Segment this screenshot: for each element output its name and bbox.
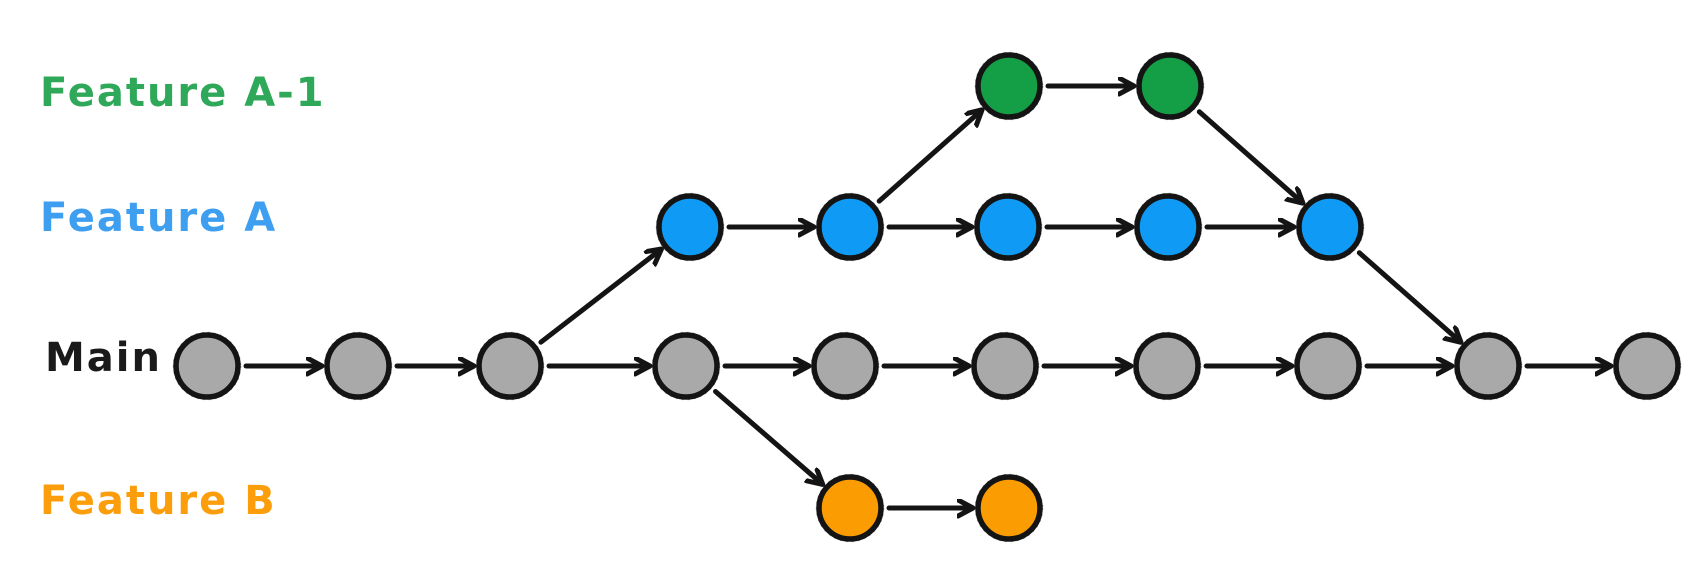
sketch-ring [475,331,545,401]
commit-node-feature-a1-0 [974,51,1044,121]
commit-node-main-2 [475,331,545,401]
commit-circle [324,332,392,400]
commit-node-main-0 [172,331,242,401]
sketch-ring [974,51,1044,121]
commit-circle [974,193,1042,261]
commit-node-main-7 [1293,331,1363,401]
commit-circle [1136,52,1204,120]
sketch-ring [1133,192,1203,262]
commit-circle [1294,332,1362,400]
commit-node-main-9 [1612,331,1682,401]
branch-label-feature-a: Feature A [40,195,277,241]
sketch-ring [1132,331,1202,401]
commit-circle [656,193,724,261]
commit-node-feature-a-0 [655,192,725,262]
branch-label-feature-a1: Feature A-1 [40,70,326,116]
branch-label-feature-b: Feature B [40,478,277,524]
commit-circle [975,474,1043,542]
sketch-ring [810,331,880,401]
sketch-ring [655,192,725,262]
commit-node-main-1 [323,331,393,401]
sketch-ring [1293,331,1363,401]
sketch-ring [323,331,393,401]
sketch-ring [651,331,721,401]
commit-circle [1296,193,1364,261]
commit-circle [1134,193,1202,261]
branch-label-main: Main [45,335,162,381]
commit-circle [811,332,879,400]
edge-merge-arrow [1196,109,1302,203]
commit-circle [816,193,884,261]
sketch-ring [1295,192,1365,262]
sketch-ring [1612,331,1682,401]
commit-circle [975,52,1043,120]
sketch-ring [815,473,885,543]
edge-branch-arrow [713,389,823,484]
commit-node-main-3 [651,331,721,401]
commit-node-main-8 [1453,331,1523,401]
commit-node-feature-a-1 [815,192,885,262]
commit-node-feature-a1-1 [1135,51,1205,121]
commit-node-main-4 [810,331,880,401]
edges-layer [243,86,1610,508]
sketch-ring [973,192,1043,262]
commit-circle [1133,332,1201,400]
commit-circle [1454,332,1522,400]
commit-node-main-6 [1132,331,1202,401]
commit-circle [476,332,544,400]
commit-circle [971,332,1039,400]
commit-circle [652,332,720,400]
commit-circle [1613,332,1681,400]
edge-branch-arrow [876,111,981,204]
sketch-ring [974,473,1044,543]
commit-circle [816,474,884,542]
sketch-ring [815,192,885,262]
commit-node-feature-b-1 [974,473,1044,543]
commit-node-feature-a-3 [1133,192,1203,262]
edge-merge-arrow [1356,250,1460,342]
sketch-ring [1135,51,1205,121]
commit-node-feature-a-4 [1295,192,1365,262]
commit-node-feature-a-2 [973,192,1043,262]
sketch-ring [1453,331,1523,401]
commit-node-main-5 [970,331,1040,401]
commit-node-feature-b-0 [815,473,885,543]
edge-branch-arrow [538,250,661,345]
commit-circle [173,332,241,400]
sketch-ring [172,331,242,401]
sketch-ring [970,331,1040,401]
